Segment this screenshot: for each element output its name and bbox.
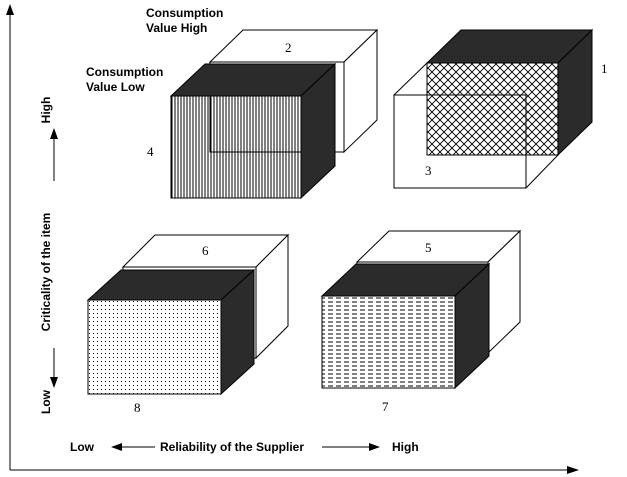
cube-4 <box>169 62 337 200</box>
y-axis-high-label: High <box>39 97 53 124</box>
y-axis-low-label: Low <box>39 389 53 414</box>
legend-consumption-low-line1: Consumption <box>86 65 163 79</box>
x-axis-low-label: Low <box>70 440 95 454</box>
cube-3 <box>393 62 559 189</box>
cube-label-6: 6 <box>202 243 209 258</box>
cube-label-7: 7 <box>382 399 389 414</box>
cube-3-front <box>393 94 527 189</box>
cube-label-5: 5 <box>425 240 432 255</box>
x-axis-arrowhead <box>567 466 579 474</box>
x-axis-title: Reliability of the Supplier <box>160 440 304 454</box>
x-axis-right-arrowhead <box>369 443 380 451</box>
legend-consumption-low-line2: Value Low <box>86 80 145 94</box>
cube-4-front <box>170 95 302 199</box>
cube-8 <box>86 268 256 396</box>
cube-2-hidden-edge <box>209 96 301 153</box>
x-axis-high-label: High <box>392 440 419 454</box>
cube-label-3: 3 <box>425 163 432 178</box>
y-axis-down-arrowhead <box>50 377 58 388</box>
cube-label-1: 1 <box>601 61 608 76</box>
cube-3-edge-top <box>393 62 428 96</box>
cube-1 <box>425 28 594 157</box>
cube-label-8: 8 <box>134 400 141 415</box>
x-axis-left-arrowhead <box>111 443 122 451</box>
cube-1-front <box>426 62 559 156</box>
cube-8-front <box>87 299 222 395</box>
axes <box>6 4 579 474</box>
cube-7-front <box>321 295 456 389</box>
cube-7 <box>320 262 491 390</box>
y-axis-title: Criticality of the item <box>39 213 53 332</box>
legend-consumption-high-line1: Consumption <box>146 6 223 20</box>
legend-consumption-high-line2: Value High <box>146 21 207 35</box>
y-axis-arrowhead <box>6 4 14 15</box>
y-axis-up-arrowhead <box>50 128 58 139</box>
cube-3-edge-bottom <box>525 154 559 189</box>
cube-label-2: 2 <box>285 40 292 55</box>
cube-label-4: 4 <box>147 144 154 159</box>
